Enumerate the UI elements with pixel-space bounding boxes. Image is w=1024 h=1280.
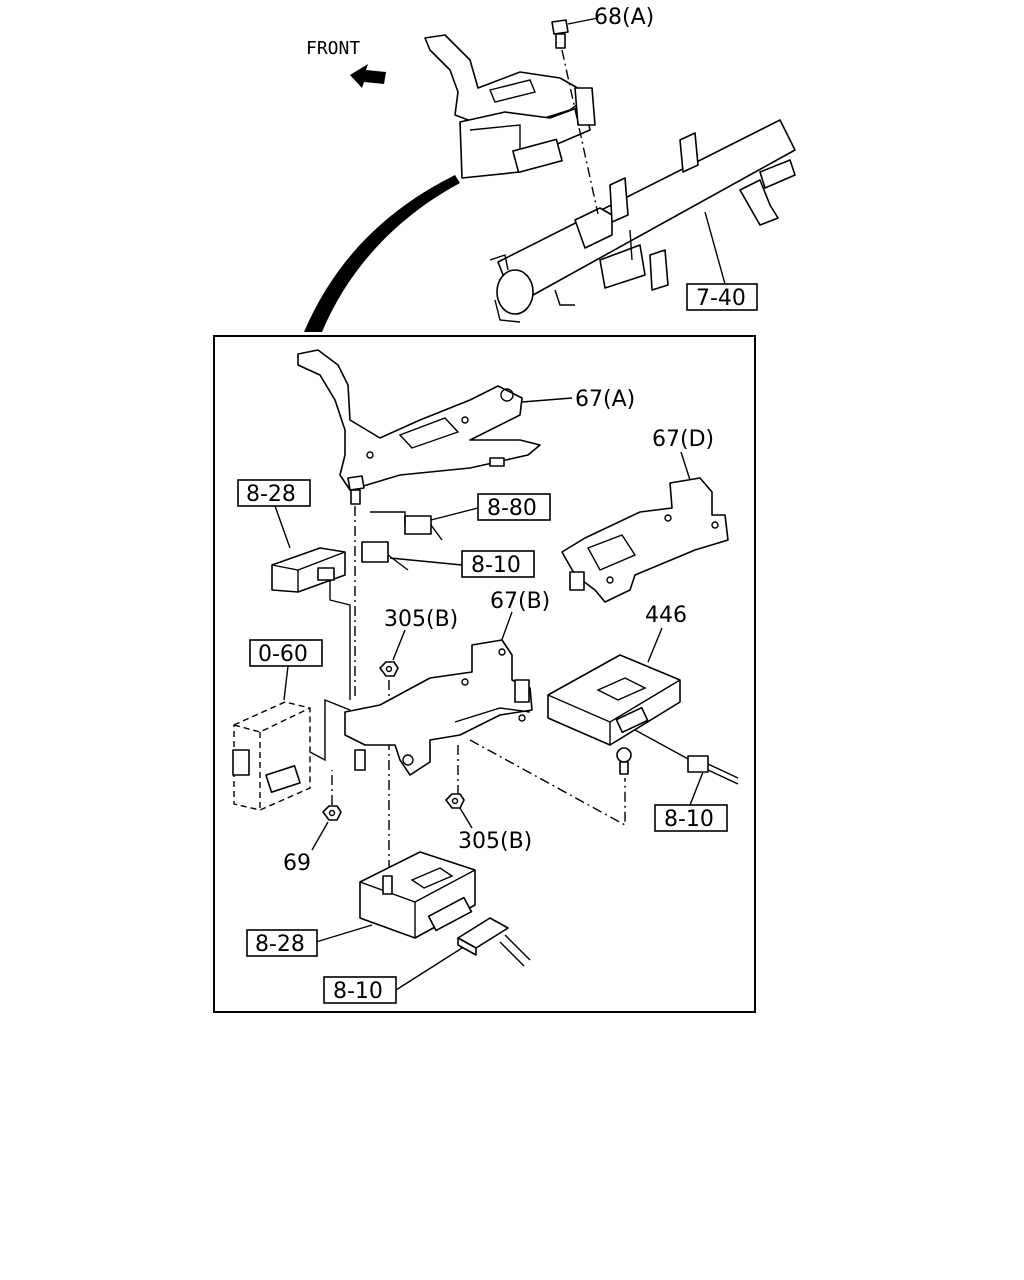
bracket-67a [297,349,541,491]
nut-305b-upper [379,661,399,677]
label-305b-upper: 305(B) [384,607,458,632]
label-0-60: 0-60 [258,642,308,667]
label-446: 446 [645,603,687,628]
front-label: FRONT [306,38,360,59]
label-8-80: 8-80 [487,496,537,521]
label-8-10-right: 8-10 [664,807,714,832]
label-67d: 67(D) [652,427,714,452]
connector-8-10-right [687,755,709,773]
control-unit-0-60 [232,701,311,811]
label-67b: 67(B) [490,589,550,614]
ref-box-8-28-lower [246,929,318,957]
ref-box-8-10-right [654,804,728,832]
label-8-28-lower: 8-28 [255,932,305,957]
bolt-446 [616,747,632,775]
detail-frame [213,335,756,1013]
label-8-10-upper: 8-10 [471,553,521,578]
control-module-upper [271,547,346,593]
detail-callout-arc [304,175,460,332]
ref-box-0-60 [249,639,323,667]
bolt-68a [551,19,569,49]
label-7-40: 7-40 [696,286,746,311]
control-module-lower [359,851,476,939]
label-69: 69 [283,851,311,876]
connector-8-10-lower [457,917,509,956]
label-67a: 67(A) [575,387,635,412]
front-arrow-icon [350,64,386,88]
label-8-10-lower: 8-10 [333,979,383,1004]
bolt-upper [347,475,365,505]
ref-box-7-40 [686,283,758,311]
connector-8-10-upper [361,541,409,571]
bracket-67b [344,639,533,776]
bracket-67d [561,477,729,603]
crossmember-tube [489,119,796,323]
label-305b-lower: 305(B) [458,829,532,854]
bracket-assembly-overview [424,34,596,179]
connector-8-80 [404,515,443,541]
control-module-446 [547,654,681,746]
label-68a: 68(A) [594,5,654,30]
ref-box-8-10-lower [323,976,397,1004]
ref-box-8-80 [477,493,551,521]
ref-box-8-10-upper [461,550,535,578]
ref-box-8-28-upper [237,479,311,507]
nut-69 [322,805,342,821]
label-8-28-upper: 8-28 [246,482,296,507]
nut-305b-lower [445,793,465,809]
